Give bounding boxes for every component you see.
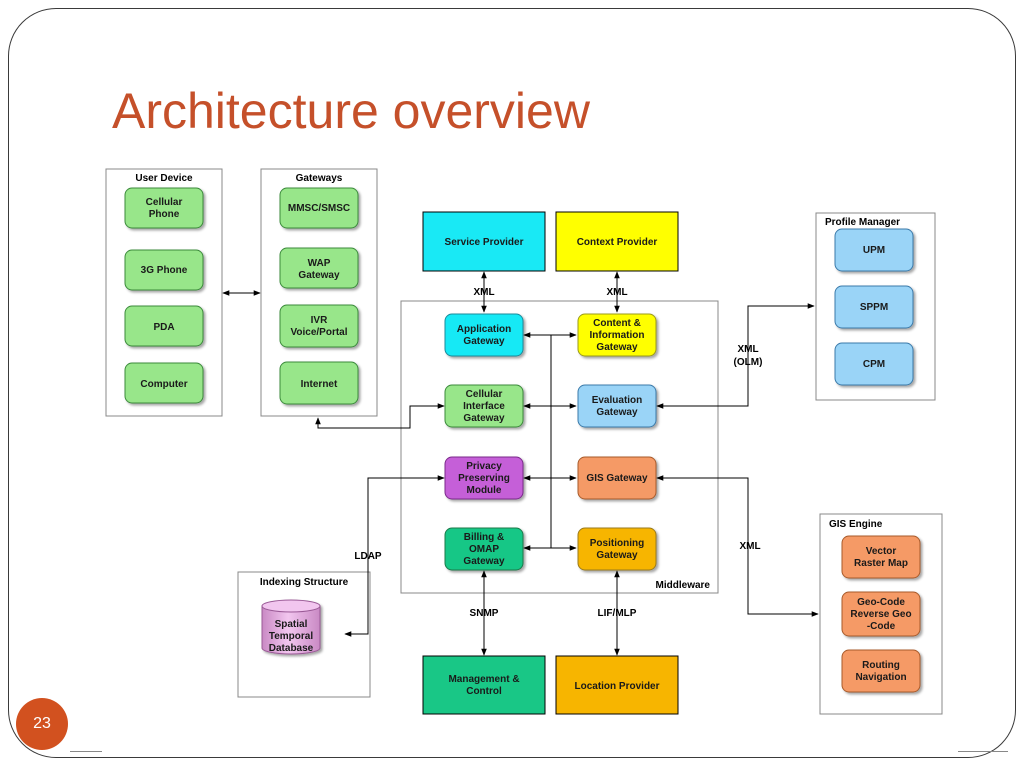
svg-text:3G Phone: 3G Phone — [141, 265, 188, 276]
node-mmsc-smsc: MMSC/SMSC — [279, 187, 359, 229]
edge-evaluation-profile-manager — [656, 303, 815, 409]
svg-text:SPPM: SPPM — [860, 302, 888, 313]
node-sppm: SPPM — [834, 285, 914, 329]
edges — [222, 271, 819, 656]
group-title-profile-manager: Profile Manager — [825, 217, 900, 228]
edge-privacy-indexing — [344, 475, 445, 637]
svg-text:Management &Control: Management &Control — [448, 674, 519, 697]
node-management-control: Management &Control — [422, 655, 546, 715]
svg-text:Internet: Internet — [301, 379, 338, 390]
node-context-provider: Context Provider — [555, 211, 679, 272]
svg-text:Context Provider: Context Provider — [577, 237, 658, 248]
edge-label-xml-context: XML — [606, 287, 627, 298]
svg-text:Computer: Computer — [140, 379, 187, 390]
svg-text:PDA: PDA — [153, 322, 174, 333]
svg-text:Service Provider: Service Provider — [445, 237, 524, 248]
edge-gis-gateway-gis-engine — [656, 475, 819, 617]
node-upm: UPM — [834, 228, 914, 272]
node-location-provider: Location Provider — [555, 655, 679, 715]
node-pda: PDA — [124, 305, 204, 347]
database-icon — [261, 599, 321, 655]
node-internet: Internet — [279, 361, 359, 405]
group-title-indexing-structure: Indexing Structure — [260, 577, 349, 588]
node-service-provider: Service Provider — [422, 211, 546, 272]
edge-label-xml-gis: XML — [739, 541, 760, 552]
node-3g-phone: 3G Phone — [124, 249, 204, 291]
edge-labels: XML XML XML (OLM) XML LDAP SNMP LIF/MLP — [354, 287, 762, 619]
group-title-gis-engine: GIS Engine — [829, 519, 883, 530]
page-number-badge: 23 — [16, 698, 68, 750]
group-title-middleware: Middleware — [656, 580, 711, 591]
footer-divider-left — [70, 751, 102, 752]
edge-label-xml-olm-1: XML — [737, 344, 758, 355]
edge-label-snmp: SNMP — [470, 608, 499, 619]
svg-text:GIS Gateway: GIS Gateway — [586, 473, 648, 484]
svg-text:MMSC/SMSC: MMSC/SMSC — [288, 203, 350, 214]
group-title-gateways: Gateways — [296, 173, 343, 184]
svg-text:Location Provider: Location Provider — [574, 681, 659, 692]
group-title-user-device: User Device — [135, 173, 193, 184]
edge-label-ldap: LDAP — [354, 551, 382, 562]
edge-gateways-cellular-interface — [315, 403, 445, 429]
edge-label-xml-olm-2: (OLM) — [734, 357, 763, 368]
footer-divider-right — [958, 751, 1008, 752]
node-computer: Computer — [124, 362, 204, 404]
svg-text:UPM: UPM — [863, 245, 885, 256]
node-gis-gateway: GIS Gateway — [577, 456, 657, 500]
slide-title: Architecture overview — [112, 83, 590, 139]
node-cpm: CPM — [834, 342, 914, 386]
edge-label-lif-mlp: LIF/MLP — [598, 608, 637, 619]
svg-text:CPM: CPM — [863, 359, 885, 370]
edge-label-xml-service: XML — [473, 287, 494, 298]
